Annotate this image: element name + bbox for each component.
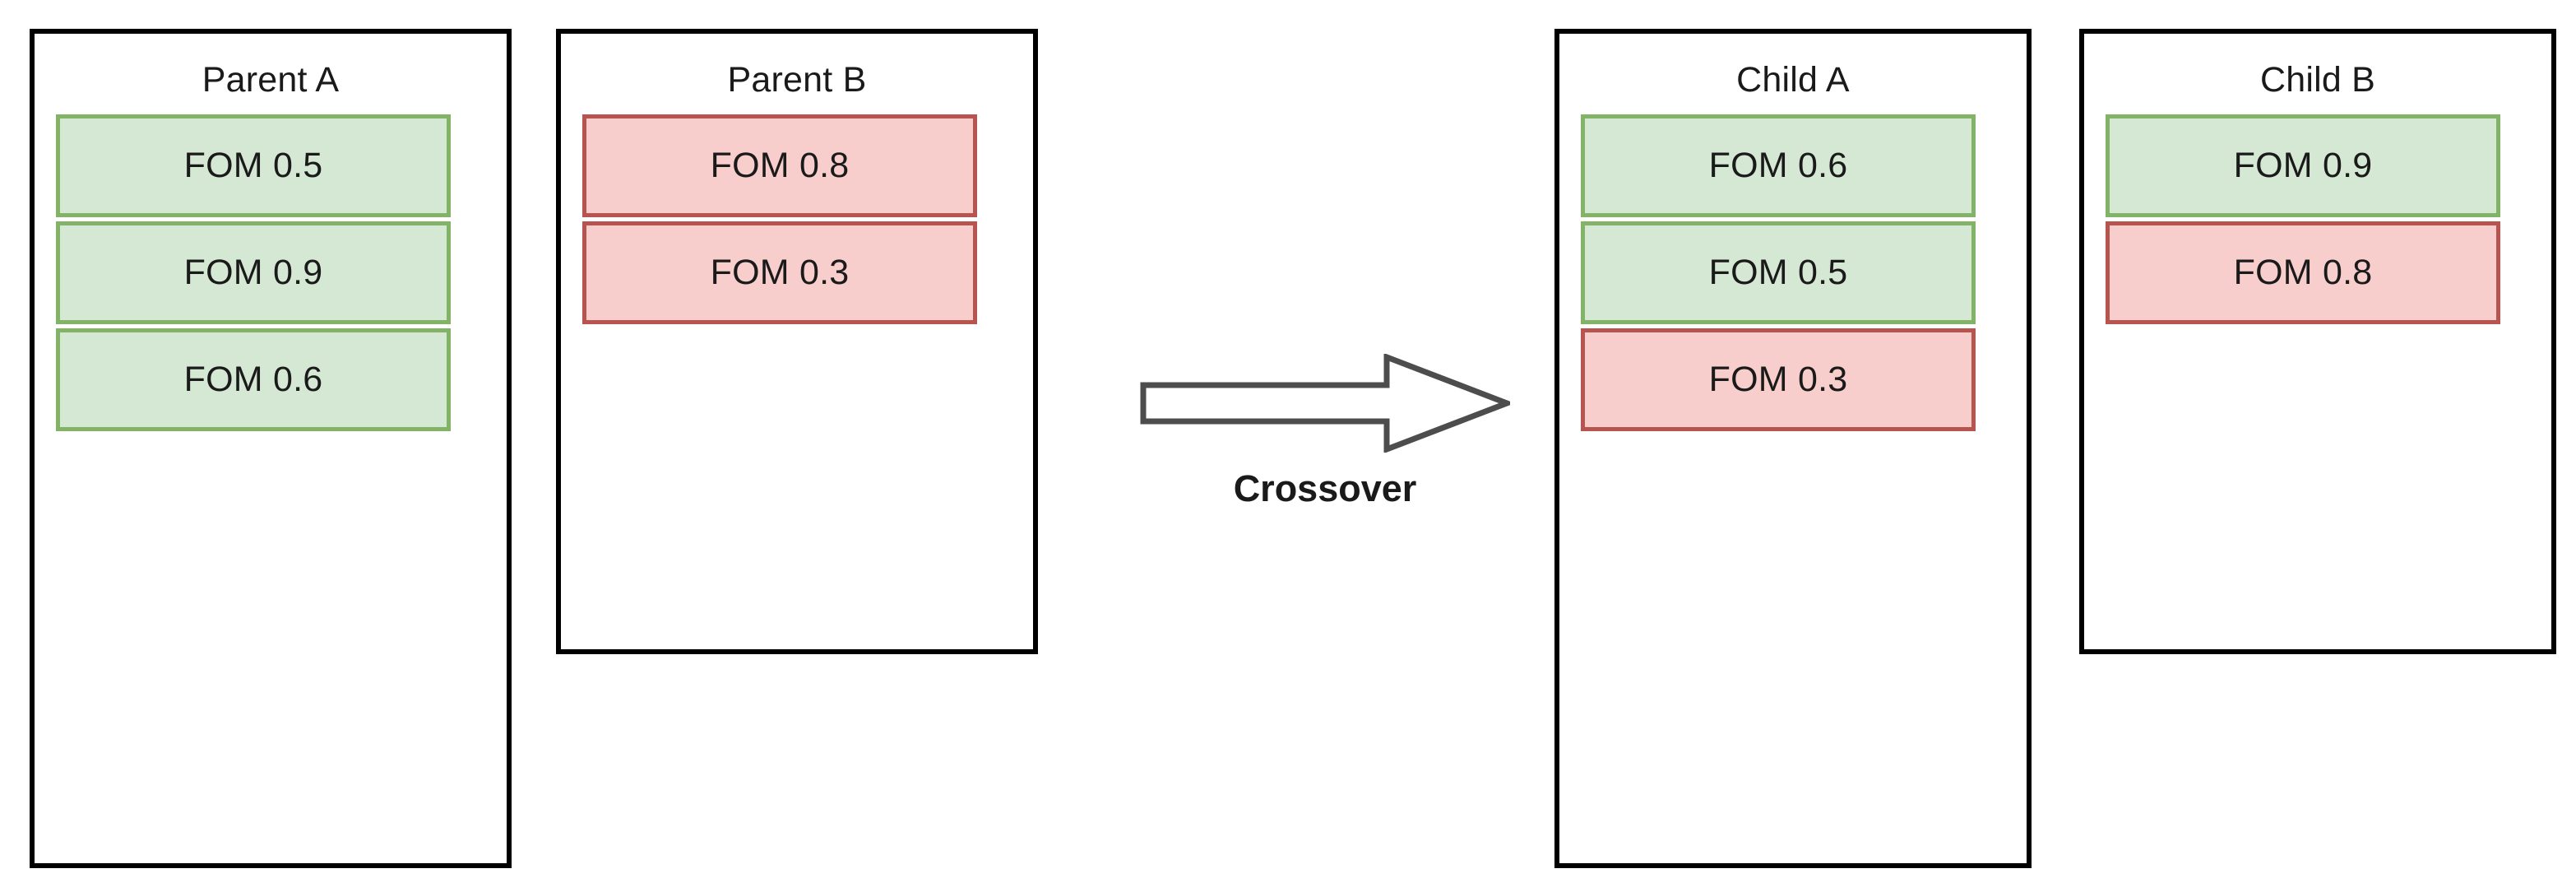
gene-label: FOM 0.5	[1708, 252, 1848, 292]
group-parent-a[interactable]: Parent A FOM 0.5 FOM 0.9 FOM 0.6	[30, 29, 512, 868]
gene-label: FOM 0.6	[1708, 145, 1848, 185]
gene-box-child-b-1[interactable]: FOM 0.8	[2106, 221, 2500, 324]
group-title-parent-a: Parent A	[202, 60, 340, 100]
crossover-label: Crossover	[1233, 467, 1417, 509]
group-title-parent-b: Parent B	[727, 60, 867, 100]
gene-label: FOM 0.6	[183, 359, 323, 399]
gene-box-parent-b-1[interactable]: FOM 0.3	[582, 221, 977, 324]
gene-box-parent-b-0[interactable]: FOM 0.8	[582, 114, 977, 217]
gene-box-parent-a-2[interactable]: FOM 0.6	[56, 328, 451, 431]
gene-label: FOM 0.5	[183, 145, 323, 185]
crossover-arrow-group: Crossover	[1140, 354, 1510, 527]
gene-label: FOM 0.9	[183, 252, 323, 292]
gene-box-child-b-0[interactable]: FOM 0.9	[2106, 114, 2500, 217]
group-title-child-a: Child A	[1736, 60, 1850, 100]
group-title-child-b: Child B	[2259, 60, 2376, 100]
gene-box-child-a-1[interactable]: FOM 0.5	[1581, 221, 1976, 324]
gene-label: FOM 0.9	[2233, 145, 2373, 185]
gene-box-parent-a-0[interactable]: FOM 0.5	[56, 114, 451, 217]
gene-label: FOM 0.3	[710, 252, 850, 292]
gene-label: FOM 0.8	[710, 145, 850, 185]
gene-label: FOM 0.3	[1708, 359, 1848, 399]
group-child-a[interactable]: Child A FOM 0.6 FOM 0.5 FOM 0.3	[1554, 29, 2032, 868]
crossover-arrow-icon	[1140, 354, 1510, 453]
group-child-b[interactable]: Child B FOM 0.9 FOM 0.8	[2079, 29, 2556, 654]
gene-label: FOM 0.8	[2233, 252, 2373, 292]
gene-box-parent-a-1[interactable]: FOM 0.9	[56, 221, 451, 324]
gene-box-child-a-0[interactable]: FOM 0.6	[1581, 114, 1976, 217]
gene-box-child-a-2[interactable]: FOM 0.3	[1581, 328, 1976, 431]
group-parent-b[interactable]: Parent B FOM 0.8 FOM 0.3	[556, 29, 1038, 654]
